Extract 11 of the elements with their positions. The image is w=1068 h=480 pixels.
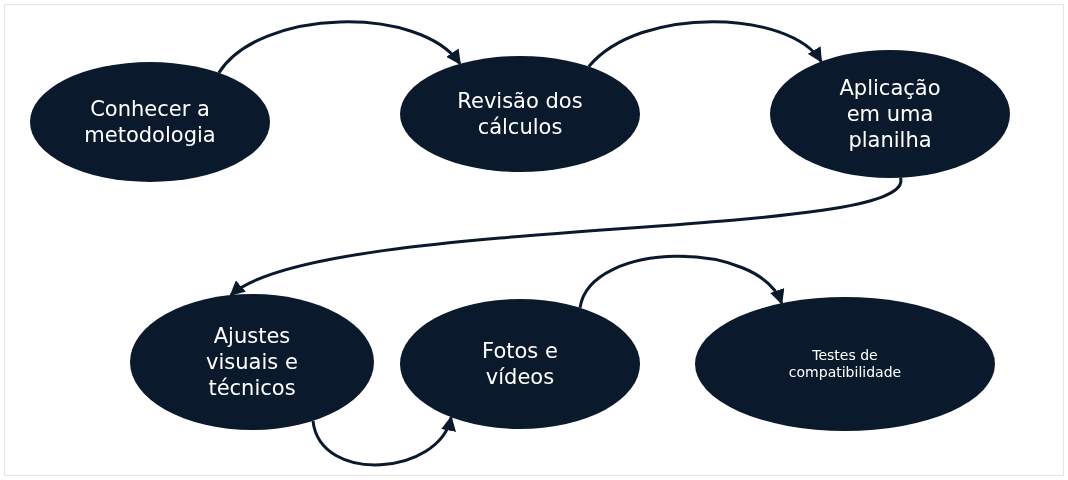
step-label: Testes de compatibilidade bbox=[787, 346, 903, 382]
curved-arrow bbox=[578, 254, 783, 309]
curved-arrow bbox=[229, 177, 902, 297]
step-label: Fotos e vídeos bbox=[481, 337, 559, 391]
curved-arrow bbox=[311, 415, 454, 467]
step-label: Conhecer a metodologia bbox=[83, 95, 217, 149]
step-label: Ajustes visuais e técnicos bbox=[205, 322, 299, 402]
curved-arrow bbox=[217, 20, 462, 74]
step-label: Revisão dos cálculos bbox=[456, 87, 584, 141]
step-label: Aplicação em uma planilha bbox=[838, 74, 942, 154]
curved-arrow bbox=[587, 20, 823, 68]
